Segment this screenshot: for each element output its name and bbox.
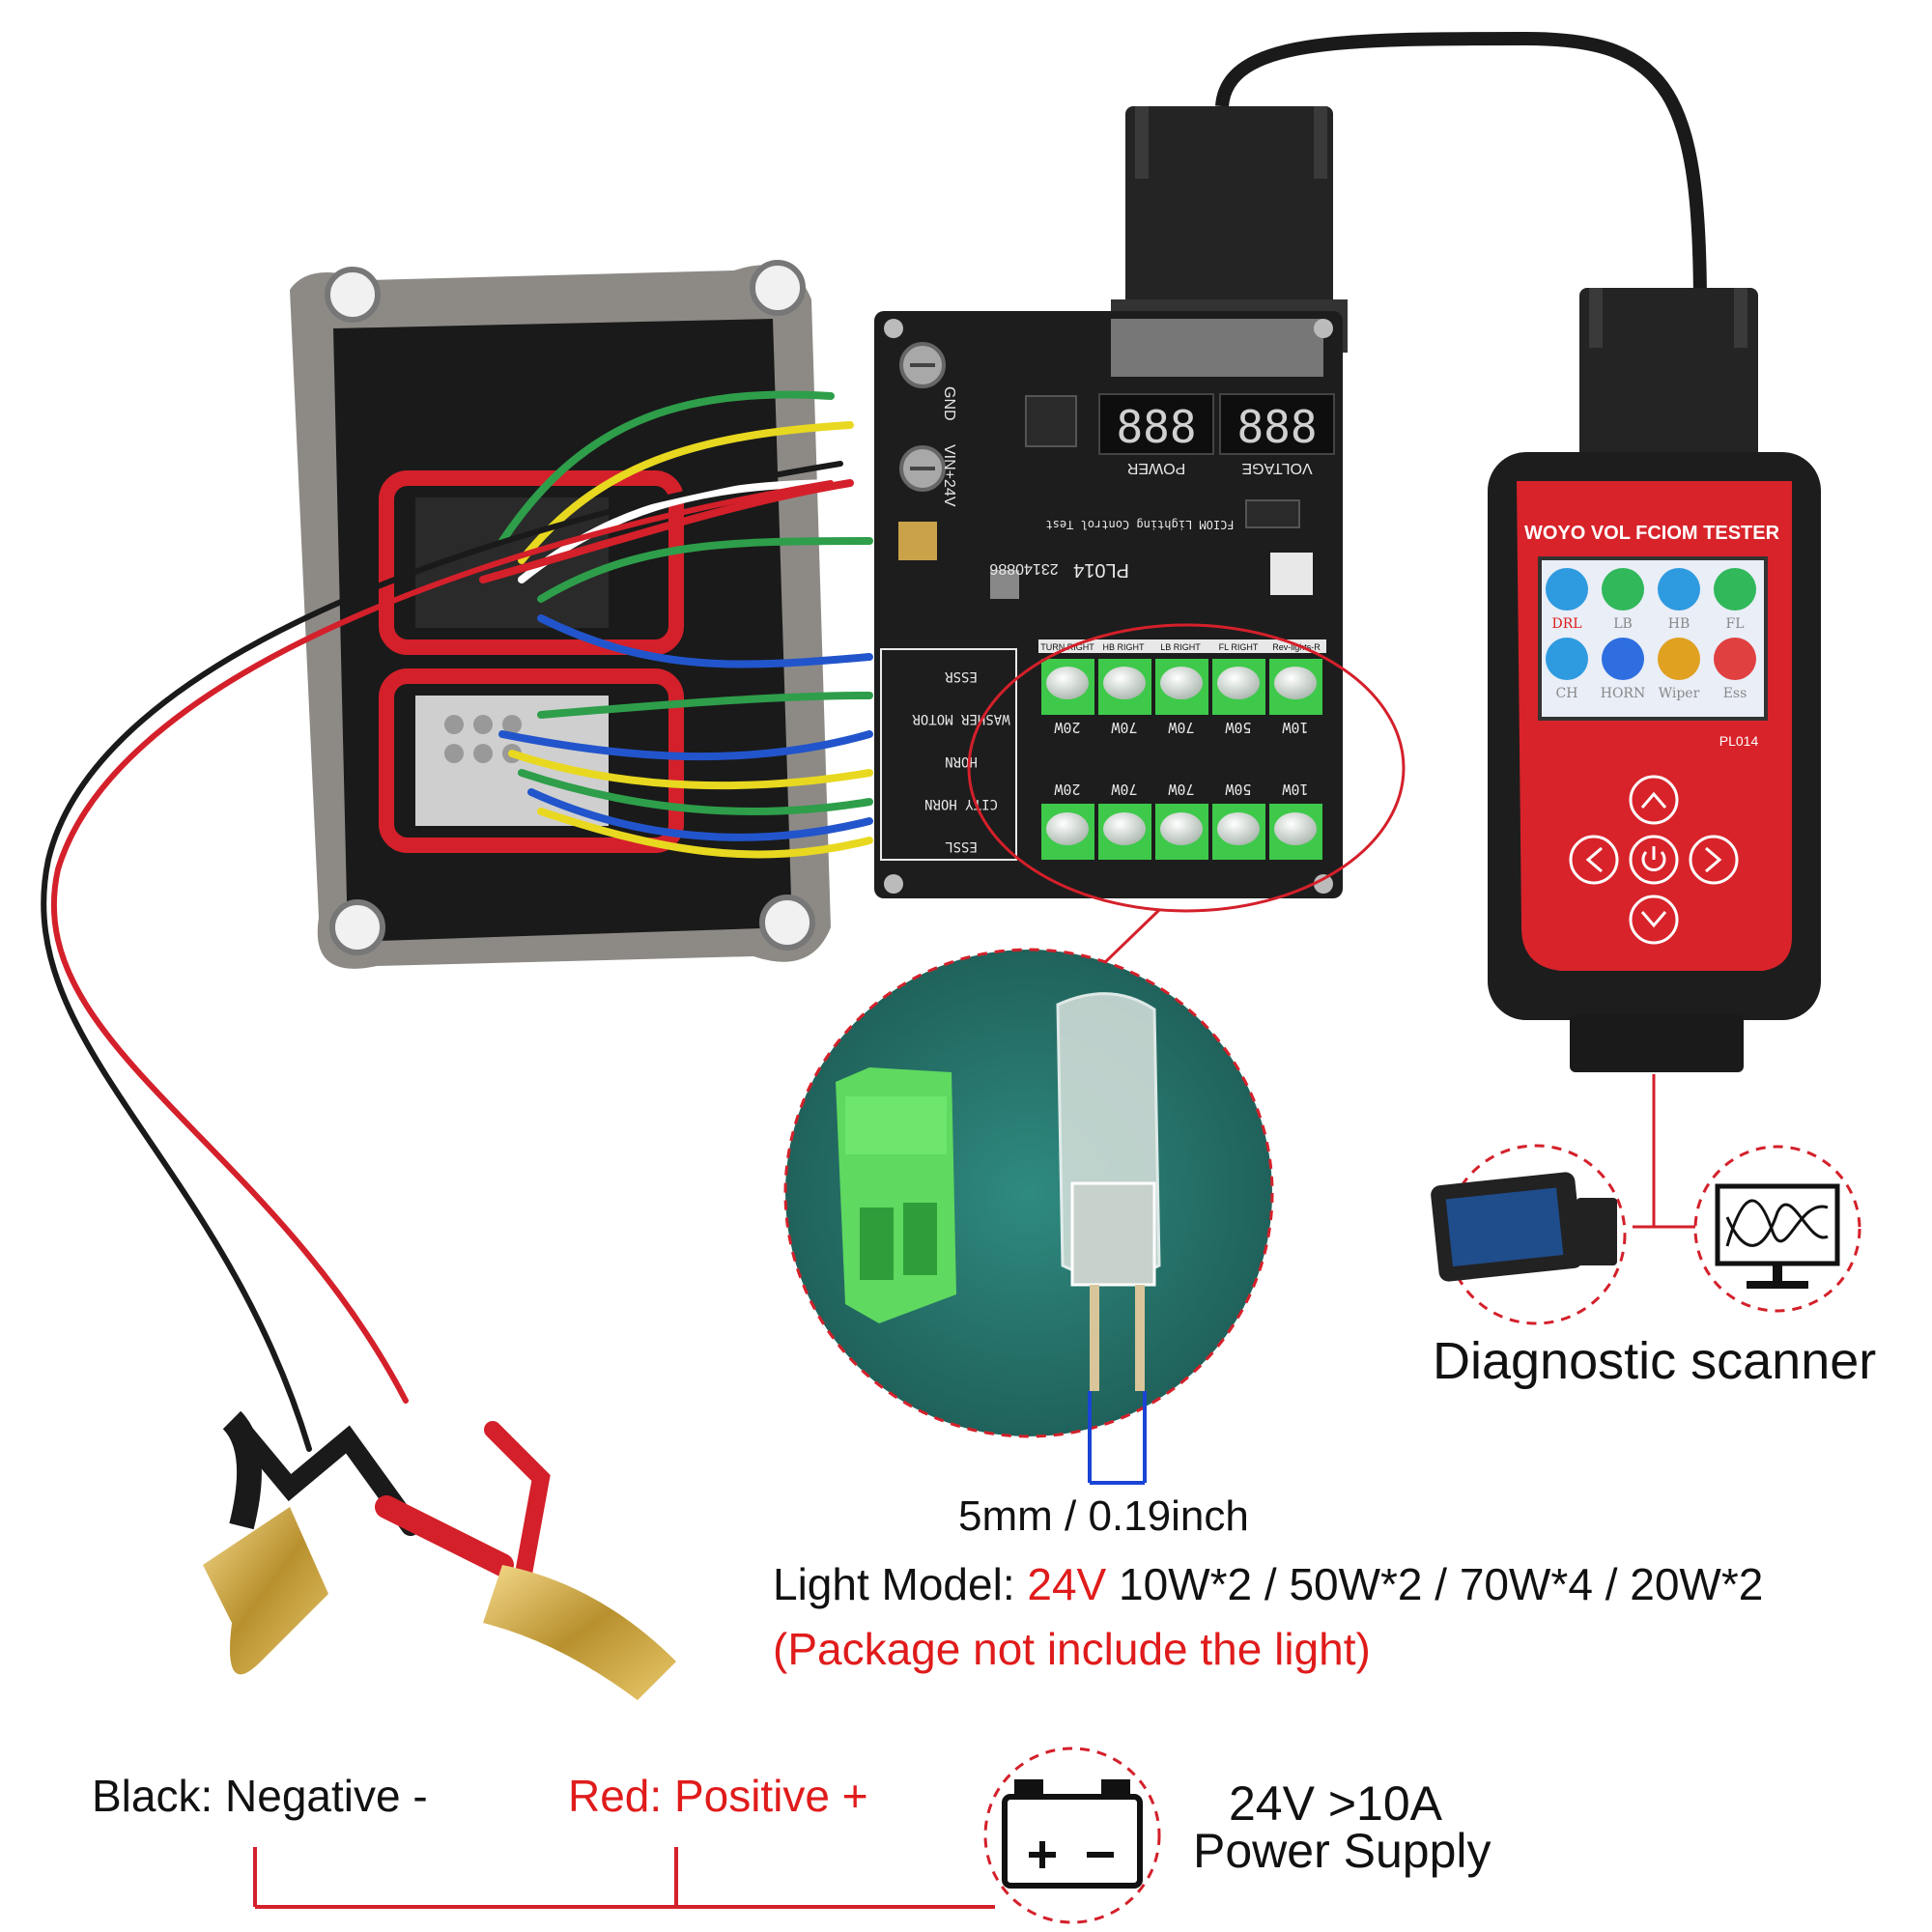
black-negative-label: Black: Negative - — [92, 1771, 428, 1821]
voltage-label: VOLTAGE — [1241, 460, 1312, 476]
label-washer-motor: WASHER MOTOR — [912, 711, 1010, 726]
tester-icon-wiper-icon — [1658, 638, 1700, 680]
top-watt-2: 70W — [1110, 719, 1137, 736]
gnd-label: GND — [941, 386, 957, 421]
voltage-display: 888 — [1236, 401, 1317, 453]
tester-icon-label: CH — [1556, 686, 1578, 701]
power-display: 888 — [1116, 401, 1196, 453]
dimension-bracket — [1088, 1391, 1147, 1485]
label-essr: ESSR — [945, 668, 978, 684]
down-button[interactable] — [1629, 895, 1679, 945]
col-fl-right: FL RIGHT — [1219, 642, 1259, 652]
terminal-block-icon — [836, 1067, 956, 1323]
tester-device: WOYO VOL FCIOM TESTER PL014 — [1488, 288, 1821, 1072]
tester-title: WOYO VOL FCIOM TESTER — [1524, 523, 1780, 544]
tester-icon-ch-icon — [1546, 638, 1588, 680]
tester-buttons — [1569, 775, 1739, 945]
tester-icon-label: Wiper — [1659, 686, 1700, 701]
test-board: 888 888 POWER VOLTAGE GND VIN+24V FCIOM … — [874, 311, 1343, 898]
power-supply-line1: 24V >10A — [1229, 1776, 1443, 1831]
bottom-watt-5: 10W — [1281, 781, 1308, 798]
red-positive-label: Red: Positive + — [568, 1771, 868, 1821]
tester-icon-label: FL — [1725, 616, 1744, 632]
col-hb-right: HB RIGHT — [1102, 642, 1145, 652]
col-lb-right: LB RIGHT — [1160, 642, 1201, 652]
power-icon — [1641, 846, 1666, 871]
tester-icon-ess-icon — [1714, 638, 1756, 680]
tester-icon-horn-icon — [1602, 638, 1644, 680]
power-leads — [41, 461, 843, 1593]
top-terminal-row: 20W 70W 70W 50W 10W — [1041, 659, 1322, 736]
tester-icon-label: DRL — [1551, 616, 1581, 632]
up-button[interactable] — [1629, 775, 1679, 825]
red-clip — [483, 1565, 676, 1700]
bottom-watt-2: 70W — [1110, 781, 1137, 798]
fciom-module — [290, 260, 831, 969]
up-arrow-icon — [1640, 791, 1667, 809]
label-horn: HORN — [945, 753, 978, 769]
top-watt-4: 50W — [1224, 719, 1251, 736]
tester-icon-label: Ess — [1723, 686, 1747, 701]
black-clip — [203, 1410, 328, 1675]
board-model: PL014 — [1073, 559, 1129, 581]
top-watt-1: 20W — [1053, 719, 1080, 736]
tester-icon-drl-icon — [1546, 568, 1588, 611]
tester-icon-label: HORN — [1601, 686, 1645, 701]
right-button[interactable] — [1689, 835, 1739, 885]
left-button[interactable] — [1569, 835, 1619, 885]
battery-icon — [983, 1747, 1161, 1924]
light-model-voltage: 24V — [1027, 1559, 1107, 1609]
left-label-column: ESSR WASHER MOTOR HORN CITY HORN ESSL — [880, 648, 1017, 861]
tester-icon-fl-icon — [1714, 568, 1756, 611]
highlight-ellipse — [967, 623, 1406, 913]
package-note: (Package not include the light) — [773, 1624, 1371, 1674]
tester-model: PL014 — [1719, 733, 1759, 749]
light-model-spec: 10W*2 / 50W*2 / 70W*4 / 20W*2 — [1106, 1559, 1764, 1609]
oscilloscope-icon — [1693, 1145, 1861, 1313]
bottom-watt-4: 50W — [1224, 781, 1251, 798]
tester-icon-lb-icon — [1602, 568, 1644, 611]
dimension-label: 5mm / 0.19inch — [958, 1492, 1249, 1540]
diagnostic-scanner-label: Diagnostic scanner — [1433, 1332, 1877, 1390]
polarity-bracket — [253, 1847, 995, 1909]
label-essl: ESSL — [945, 838, 978, 854]
light-model-line: Light Model: 24V 10W*2 / 50W*2 / 70W*4 /… — [773, 1558, 1763, 1610]
bottom-terminal-row: 20W 70W 70W 50W 10W — [1041, 781, 1322, 860]
down-arrow-icon — [1640, 911, 1667, 928]
col-rev-lights: Rev-lights-R — [1272, 642, 1321, 652]
db15-cable — [1215, 31, 1707, 310]
power-supply-line2: Power Supply — [1193, 1824, 1492, 1878]
wire-harness — [479, 390, 873, 859]
halogen-bulb-icon — [1056, 992, 1161, 1391]
tester-icon-hb-icon — [1658, 568, 1700, 611]
top-watt-3: 70W — [1167, 719, 1194, 736]
power-label: POWER — [1127, 460, 1185, 476]
bottom-watt-3: 70W — [1167, 781, 1194, 798]
left-arrow-icon — [1585, 846, 1603, 873]
right-arrow-icon — [1705, 846, 1722, 873]
tester-icon-label: LB — [1613, 616, 1633, 632]
board-serial: 23140886 — [989, 560, 1058, 577]
light-model-prefix: Light Model: — [773, 1559, 1028, 1609]
board-title: FCIOM Lighting Control Test — [1045, 518, 1234, 531]
tester-icon-label: HB — [1668, 616, 1690, 632]
zoom-connector-line — [1099, 908, 1161, 968]
label-city-horn: CITY HORN — [924, 796, 998, 811]
mcu-chip — [1025, 395, 1077, 447]
vin-label: VIN+24V — [941, 444, 957, 507]
scanner-tablet-icon — [1431, 1144, 1627, 1325]
top-watt-5: 10W — [1281, 719, 1308, 736]
bottom-watt-1: 20W — [1053, 781, 1080, 798]
zoom-detail — [783, 948, 1274, 1485]
tester-icon-grid: DRL LB HB FL CH HORN Wiper Ess — [1546, 568, 1756, 701]
